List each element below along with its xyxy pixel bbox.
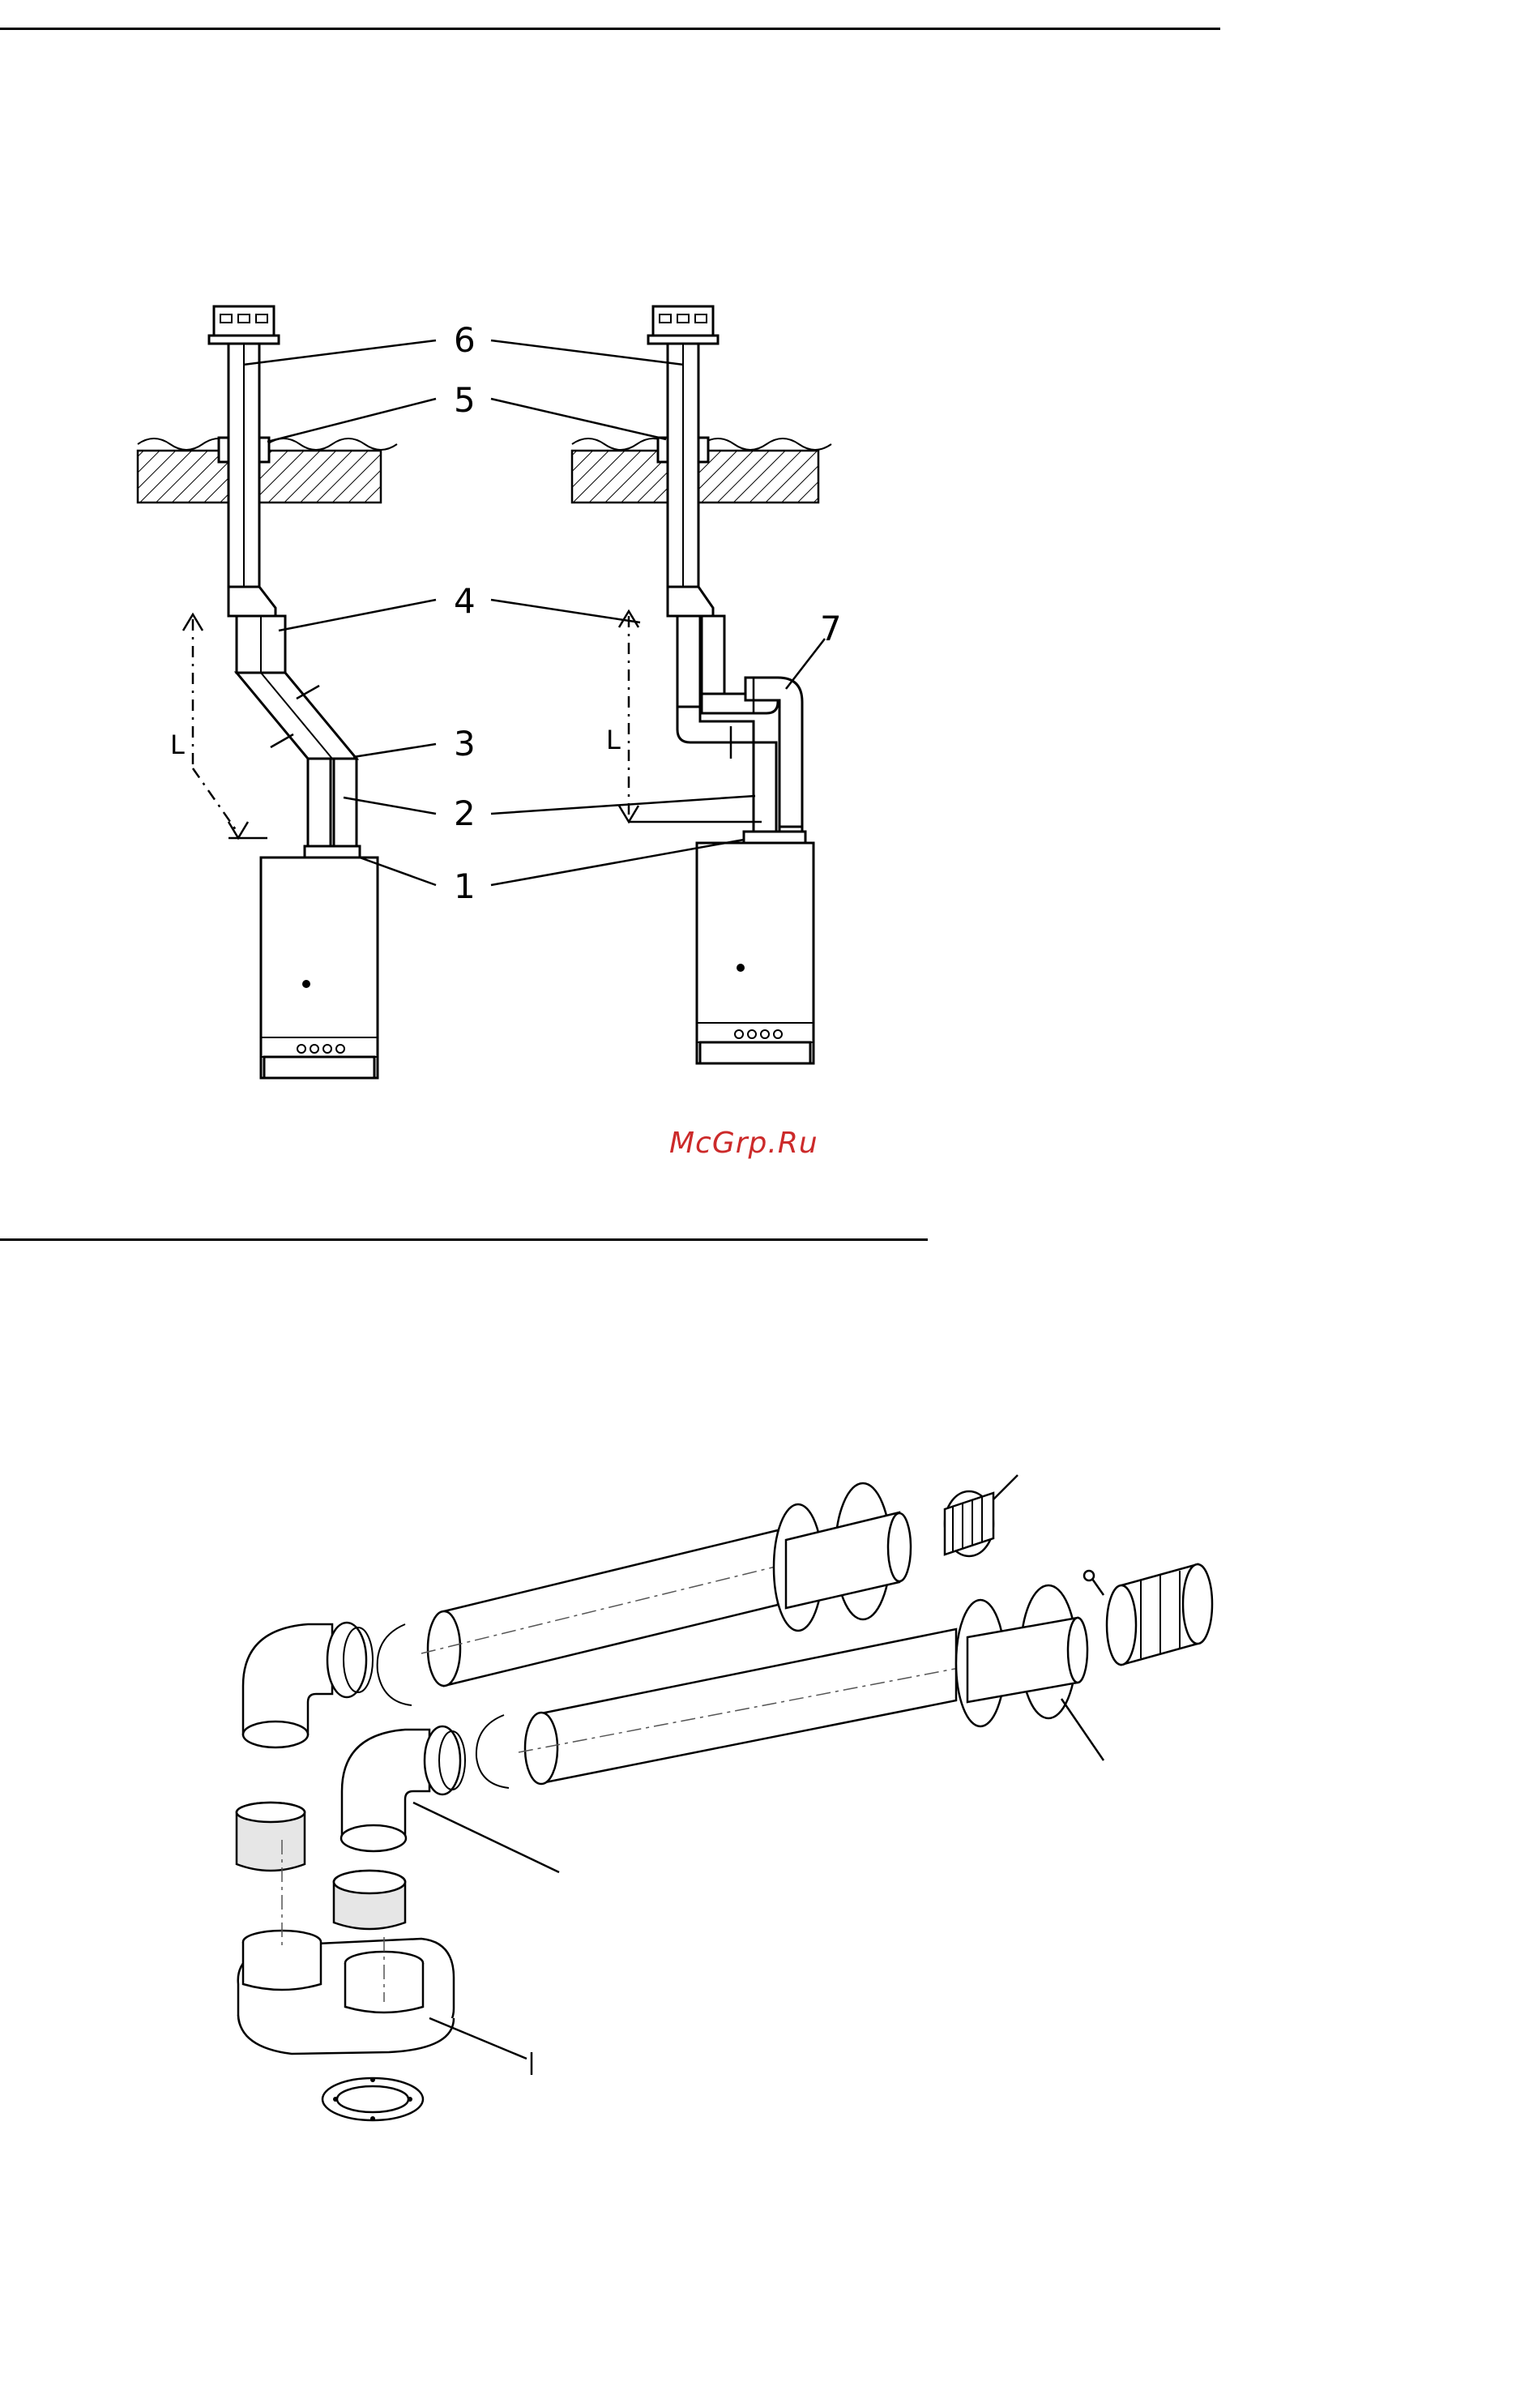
right-riser-b [702,616,724,694]
callout-6: 6 [454,320,476,360]
left-dimension-label: L [170,729,185,760]
fixing-screw [1084,1571,1104,1595]
upper-clamp [378,1624,412,1705]
terminal-grille [945,1475,1018,1556]
flue-installation-diagram: L [0,0,1516,1248]
callout-1: 1 [454,866,476,906]
right-adapter [744,832,805,843]
callout-3: 3 [454,724,476,763]
base-gasket [322,2077,423,2121]
sleeve-coupling-left [237,1803,305,1871]
right-riser-a [677,616,700,707]
callout-4: 4 [454,581,476,621]
lower-clamp [476,1715,509,1788]
right-terminal-cap [648,306,718,344]
left-terminal-cap [209,306,279,344]
upper-elbow [243,1623,373,1747]
left-installation: L [138,306,397,1078]
sleeve-coupling-right [334,1871,405,1929]
left-lower-pipe-a [308,759,331,846]
right-transition [668,587,713,616]
right-installation: L [572,306,831,1063]
left-transition [228,587,275,616]
right-lower-pipe-a [754,742,776,832]
left-lower-pipe-b [334,759,357,846]
callout-2: 2 [454,793,476,833]
right-dimension-label: L [606,725,621,755]
callout-5: 5 [454,380,476,420]
right-boiler [697,843,814,1063]
end-adapter [1107,1564,1212,1665]
twin-pipe-kit-exploded-view [0,1248,1516,2408]
callout-7: 7 [820,609,842,648]
left-adapter [305,846,360,858]
left-boiler [261,858,378,1078]
watermark-text: McGrp.Ru [669,1127,818,1160]
